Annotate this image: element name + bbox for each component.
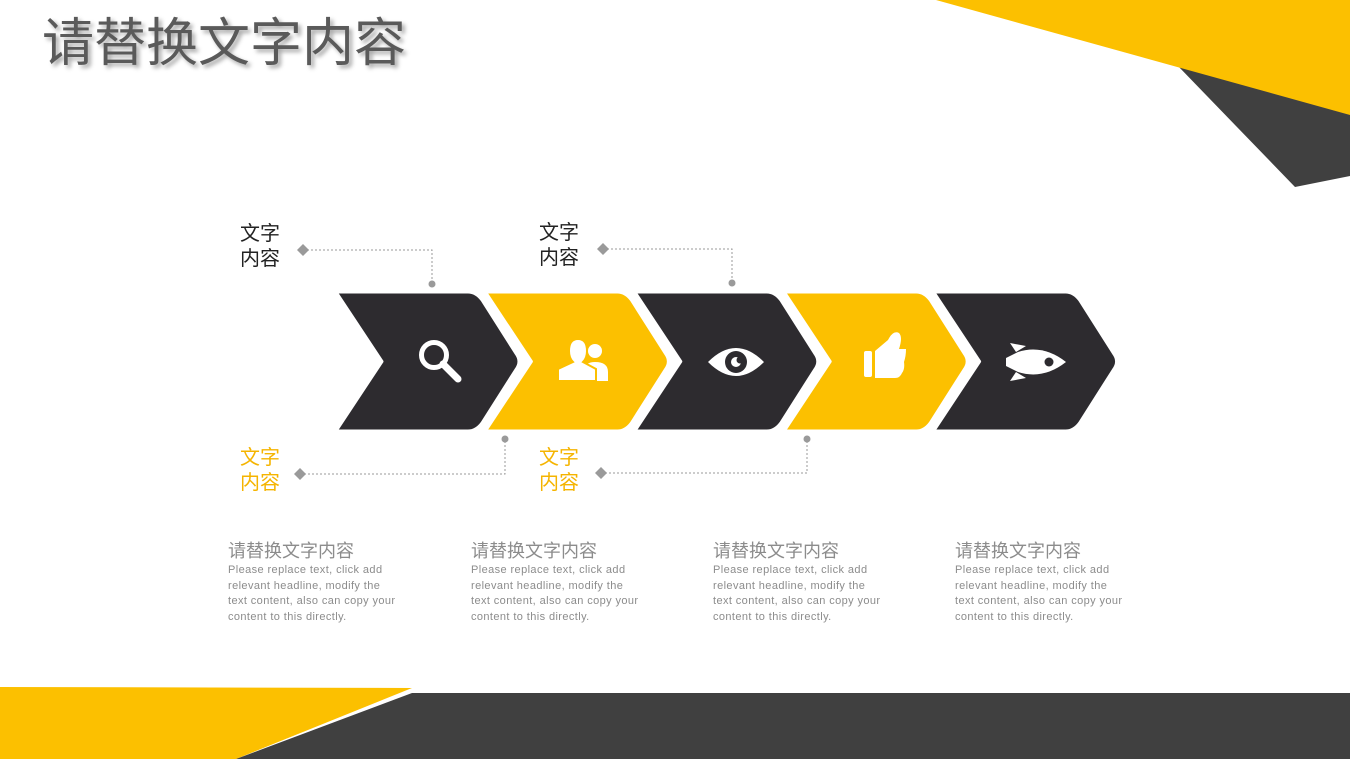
bottom-yellow-wedge — [0, 687, 412, 759]
users-icon — [557, 337, 608, 382]
connector-diamond-3 — [294, 468, 306, 480]
callout-label-2-line-1: 文字 — [539, 220, 579, 244]
process-step-chevron-1 — [334, 290, 521, 433]
description-block-1: 请替换文字内容 Please replace text, click add r… — [228, 541, 403, 625]
top-right-yellow-band — [936, 0, 1350, 115]
connector-dot-4 — [803, 435, 811, 443]
description-title-2: 请替换文字内容 — [471, 541, 597, 562]
bottom-dark-band — [236, 693, 1350, 759]
description-body-4: Please replace text, click add relevant … — [955, 564, 1123, 623]
connector-line-1 — [303, 249, 433, 284]
callout-label-2: 文字 内容 — [539, 220, 599, 270]
callout-label-1: 文字 内容 — [240, 221, 300, 271]
description-block-4: 请替换文字内容 Please replace text, click add r… — [955, 541, 1130, 625]
description-block-3: 请替换文字内容 Please replace text, click add r… — [713, 541, 888, 625]
description-block-2: 请替换文字内容 Please replace text, click add r… — [471, 541, 646, 625]
slide-title: 请替换文字内容 — [42, 14, 407, 74]
connector-diamond-2 — [597, 243, 609, 255]
description-title-1: 请替换文字内容 — [228, 541, 354, 562]
description-title-3: 请替换文字内容 — [713, 541, 839, 562]
description-body-2: Please replace text, click add relevant … — [471, 564, 639, 623]
callout-label-3-line-2: 内容 — [240, 470, 280, 494]
connector-line-4 — [601, 439, 808, 474]
connector-dot-3 — [501, 435, 509, 443]
callout-label-4: 文字 内容 — [539, 445, 599, 495]
callout-label-4-line-1: 文字 — [539, 445, 579, 469]
callout-label-2-line-2: 内容 — [539, 245, 579, 269]
thumbs-up-icon — [864, 332, 906, 378]
description-body-1: Please replace text, click add relevant … — [228, 564, 396, 623]
search-icon — [419, 340, 462, 383]
description-body-3: Please replace text, click add relevant … — [713, 564, 881, 623]
connector-dot-2 — [728, 279, 736, 287]
connector-dot-1 — [428, 280, 436, 288]
connector-diamond-1 — [297, 244, 309, 256]
connector-line-3 — [300, 439, 506, 475]
callout-label-1-line-1: 文字 — [240, 221, 280, 245]
callout-label-3-line-1: 文字 — [240, 445, 280, 469]
description-title-4: 请替换文字内容 — [955, 541, 1081, 562]
eye-icon — [708, 348, 764, 376]
callout-label-4-line-2: 内容 — [539, 470, 579, 494]
rocket-icon — [1006, 343, 1066, 381]
connector-diamond-4 — [595, 467, 607, 479]
callout-label-1-line-2: 内容 — [240, 246, 280, 270]
callout-label-3: 文字 内容 — [240, 445, 300, 495]
connector-line-2 — [603, 248, 733, 283]
